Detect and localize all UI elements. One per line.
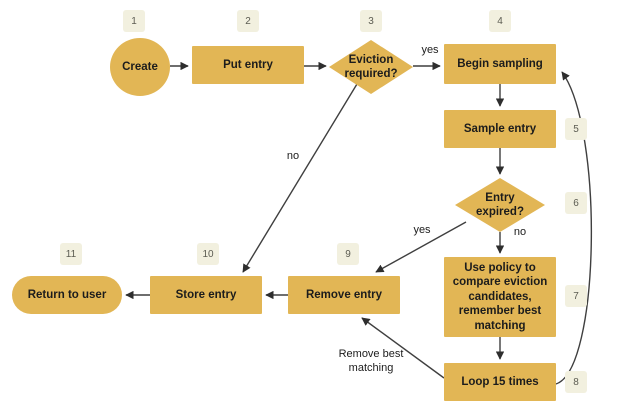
node-sample-entry[interactable]: Sample entry	[444, 110, 556, 148]
step-badge-4-text: 4	[497, 15, 503, 27]
node-return-to-user[interactable]: Return to user	[12, 276, 122, 314]
edge-label-yes-eviction: yes	[421, 44, 439, 56]
step-badge-11-text: 11	[65, 248, 77, 260]
node-entry-expired[interactable]: Entry expired?	[455, 178, 545, 232]
node-begin-sampling-label: Begin sampling	[457, 57, 543, 70]
step-badge-10-text: 10	[202, 248, 214, 260]
step-badge-6: 6	[565, 192, 587, 214]
step-badge-4: 4	[489, 10, 511, 32]
node-loop-15-times[interactable]: Loop 15 times	[444, 363, 556, 401]
step-badge-2-text: 2	[245, 15, 251, 27]
node-store-entry-label: Store entry	[175, 288, 237, 301]
step-badge-10: 10	[197, 243, 219, 265]
step-badge-7-text: 7	[573, 290, 579, 302]
step-badge-11: 11	[60, 243, 82, 265]
step-badge-2: 2	[237, 10, 259, 32]
node-begin-sampling[interactable]: Begin sampling	[444, 44, 556, 84]
step-badge-3-text: 3	[368, 15, 374, 27]
step-badge-8-text: 8	[573, 376, 579, 388]
node-entry-expired-label: Entry expired?	[476, 191, 524, 218]
step-badge-6-text: 6	[573, 197, 579, 209]
step-badge-1: 1	[123, 10, 145, 32]
step-badge-7: 7	[565, 285, 587, 307]
node-use-policy[interactable]: Use policy to compare eviction candidate…	[444, 257, 556, 337]
node-remove-entry-label: Remove entry	[305, 288, 383, 301]
step-badge-5: 5	[565, 118, 587, 140]
step-badge-8: 8	[565, 371, 587, 393]
node-remove-entry[interactable]: Remove entry	[288, 276, 400, 314]
node-loop-15-times-label: Loop 15 times	[461, 375, 539, 388]
edge-label-no-eviction: no	[286, 150, 300, 162]
step-badge-3: 3	[360, 10, 382, 32]
node-return-to-user-label: Return to user	[27, 288, 107, 301]
node-store-entry[interactable]: Store entry	[150, 276, 262, 314]
step-badge-5-text: 5	[573, 123, 579, 135]
node-eviction-required[interactable]: Eviction required?	[329, 40, 413, 94]
node-create-label: Create	[122, 60, 158, 73]
edge-label-remove-best-matching: Remove best matching	[338, 348, 404, 374]
node-eviction-required-label: Eviction required?	[344, 53, 398, 80]
node-create[interactable]: Create	[110, 38, 170, 96]
node-put-entry-label: Put entry	[223, 58, 273, 71]
node-use-policy-label: Use policy to compare eviction candidate…	[452, 262, 548, 332]
node-sample-entry-label: Sample entry	[463, 122, 537, 135]
edge-label-no-expired: no	[513, 226, 527, 238]
step-badge-1-text: 1	[131, 15, 137, 27]
step-badge-9: 9	[337, 243, 359, 265]
step-badge-9-text: 9	[345, 248, 351, 260]
edge-label-yes-expired: yes	[413, 224, 431, 236]
node-put-entry[interactable]: Put entry	[192, 46, 304, 84]
